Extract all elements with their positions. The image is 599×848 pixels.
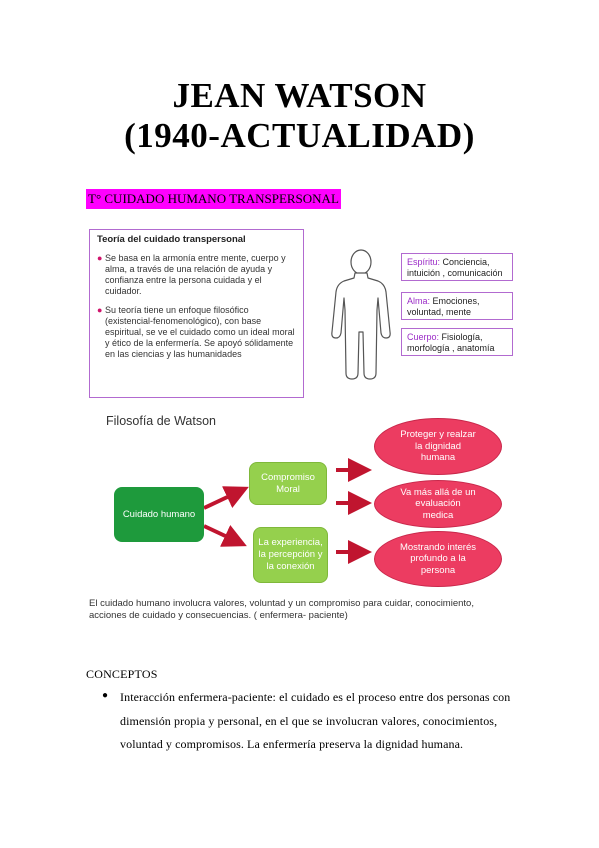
aspect-soul-box: Alma: Emociones, voluntad, mente [401,292,513,320]
theory-box: Teoría del cuidado transpersonal ● Se ba… [89,229,304,398]
bullet-icon: ● [97,253,103,263]
aspect-text: Emociones, voluntad, mente [407,296,480,317]
theory-heading: Teoría del cuidado transpersonal [97,234,246,245]
arrow-root-to-experience [203,524,247,547]
theory-item: ● Se basa en la armonía entre mente, cue… [97,253,296,297]
concepts-heading: CONCEPTOS [86,667,158,681]
flow-root-box: Cuidado humano [114,487,204,542]
human-figure-icon [331,249,391,380]
aspect-spirit-box: Espíritu: Conciencia, intuición , comuni… [401,253,513,281]
page-title-name: JEAN WATSON [172,76,427,115]
flow-experience-box: La experiencia, la percepción y la conex… [253,527,328,583]
theory-item: ● Su teoría tiene un enfoque filosófico … [97,305,296,360]
concept-item: Interacción enfermera-paciente: el cuida… [120,690,511,751]
bullet-icon: ● [97,305,103,315]
flow-outcome-beyond: Va más allá de un evaluación medica [374,480,502,528]
flow-outcome-interest: Mostrando interés profundo a la persona [374,531,502,587]
aspect-text: Fisiología, morfología , anatomía [407,332,495,353]
flow-moral-box: Compromiso Moral [249,462,327,505]
theory-item-text: Se basa en la armonía entre mente, cuerp… [105,253,286,296]
aspect-label: Espíritu: [407,257,441,267]
aspect-body-box: Cuerpo: Fisiología, morfología , anatomí… [401,328,513,356]
theory-item-text: Su teoría tiene un enfoque filosófico (e… [105,305,295,359]
flow-outcome-protect: Proteger y realzar la dignidad humana [374,418,502,475]
aspect-text: Conciencia, intuición , comunicación [407,257,503,278]
flow-title: Filosofía de Watson [106,414,217,428]
page-title-years: (1940-ACTUALIDAD) [124,116,475,155]
arrow-root-to-moral [203,486,249,510]
flow-caption: El cuidado humano involucra valores, vol… [89,598,474,621]
section-heading: T° CUIDADO HUMANO TRANSPERSONAL [86,189,341,209]
aspect-label: Cuerpo: [407,332,440,342]
aspect-label: Alma: [407,296,431,306]
bullet-icon: ● [102,690,109,701]
